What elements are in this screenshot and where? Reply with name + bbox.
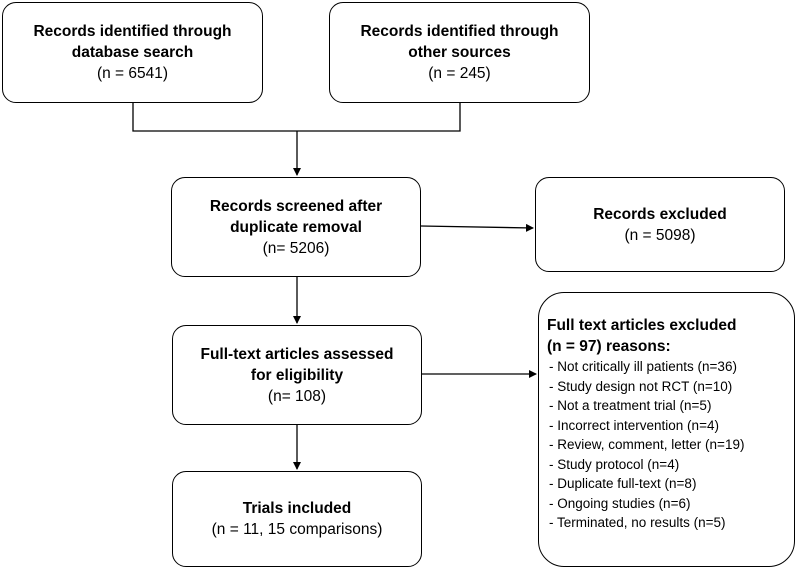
full-text-excluded-title-line1: Full text articles excluded (547, 317, 737, 334)
screened-box: Records screened after duplicate removal… (171, 177, 421, 277)
full-text-assessed-box: Full-text articles assessed for eligibil… (172, 325, 422, 425)
database-search-title-line1: Records identified through (33, 23, 232, 40)
exclusion-reasons-list: Not critically ill patients (n=36) Study… (549, 357, 744, 533)
full-text-assessed-title-line2: for eligibility (250, 366, 344, 384)
other-sources-count: (n = 245) (428, 65, 491, 82)
full-text-assessed-title-line1: Full-text articles assessed (200, 345, 394, 363)
records-excluded-box: Records excluded (n = 5098) (535, 177, 785, 272)
trials-included-title: Trials included (242, 500, 352, 517)
exclusion-reason-item: Incorrect intervention (n=4) (549, 416, 744, 436)
exclusion-reason-item: Not critically ill patients (n=36) (549, 357, 744, 377)
other-sources-title-line1: Records identified through (360, 23, 559, 40)
records-excluded-title: Records excluded (593, 205, 727, 223)
database-search-box: Records identified through database sear… (2, 2, 263, 103)
database-search-count: (n = 6541) (96, 65, 169, 82)
full-text-excluded-title-line2: (n = 97) reasons: (547, 338, 671, 355)
full-text-excluded-box: Full text articles excluded (n = 97) rea… (538, 292, 795, 567)
screened-count: (n= 5206) (262, 239, 330, 257)
other-sources-box: Records identified through other sources… (329, 2, 590, 103)
exclusion-reason-item: Ongoing studies (n=6) (549, 494, 744, 514)
screened-title-line2: duplicate removal (230, 218, 362, 236)
exclusion-reason-item: Review, comment, letter (n=19) (549, 435, 744, 455)
exclusion-reason-item: Not a treatment trial (n=5) (549, 396, 744, 416)
arrow-screened-to-excluded (420, 223, 534, 232)
exclusion-reason-item: Study design not RCT (n=10) (549, 377, 744, 397)
screened-title-line1: Records screened after (209, 197, 383, 215)
other-sources-title-line2: other sources (408, 44, 511, 61)
exclusion-reason-item: Terminated, no results (n=5) (549, 513, 744, 533)
records-excluded-count: (n = 5098) (624, 226, 696, 244)
trials-included-box: Trials included (n = 11, 15 comparisons) (172, 471, 422, 567)
exclusion-reason-item: Duplicate full-text (n=8) (549, 474, 744, 494)
full-text-assessed-count: (n= 108) (267, 387, 327, 405)
trials-included-count: (n = 11, 15 comparisons) (211, 521, 383, 538)
database-search-title-line2: database search (71, 44, 194, 61)
merge-connector (132, 103, 461, 132)
exclusion-reason-item: Study protocol (n=4) (549, 455, 744, 475)
